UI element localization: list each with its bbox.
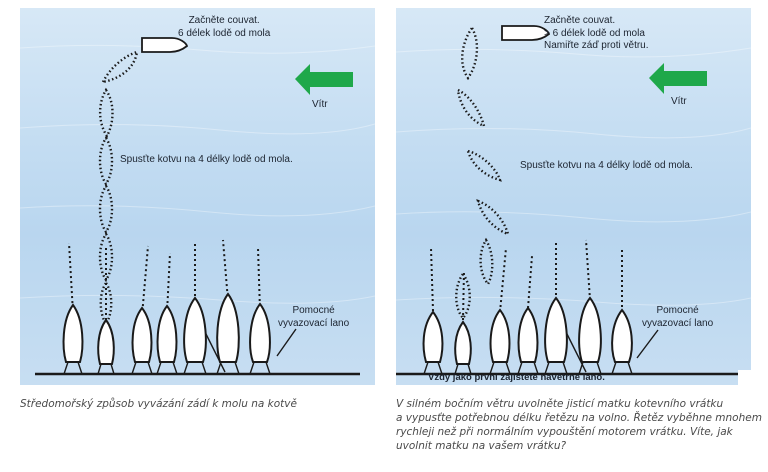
mooring-line-label-line: vyvazovací lano <box>278 317 350 329</box>
caption-line: V silném bočním větru uvolněte jisticí m… <box>396 398 724 410</box>
mooring-line-label-line: vyvazovací lano <box>642 317 714 329</box>
instruction-start-line: 6 délek lodě od mola <box>178 27 271 39</box>
moored-boat <box>183 296 207 363</box>
moored-boats <box>422 296 633 365</box>
windward-line-note: Vždy jako první zajistěte návětrné lano. <box>428 372 605 383</box>
moored-boat <box>249 302 271 363</box>
moored-boats <box>62 292 271 365</box>
mooring-line-label: Pomocné vyvazovací lano <box>278 305 349 330</box>
diagram-panel-right: Začněte couvat. > 6 délek lodě od mola N… <box>396 8 751 385</box>
moored-boat <box>62 303 84 363</box>
wind-label: Vítr <box>312 99 328 110</box>
moored-boat <box>422 310 444 363</box>
path-boat <box>98 87 114 139</box>
path-boat <box>455 271 471 320</box>
drop-anchor-text: Spusťte kotvu na 4 délky lodě od mola. <box>520 160 693 171</box>
left-diagram-drawing <box>20 37 375 376</box>
caption-line: rychleji než při normálním vypouštění mo… <box>396 426 733 438</box>
corner-notch <box>738 370 751 385</box>
start-boat <box>501 25 551 41</box>
water-ripples <box>396 47 751 306</box>
moored-boat <box>611 308 633 363</box>
water-ripples <box>20 44 375 304</box>
moored-boat <box>131 306 153 363</box>
mooring-line-label: Pomocné vyvazovací lano <box>642 305 713 330</box>
moored-boat <box>156 304 178 363</box>
instruction-start-line: Namiřte záď proti větru. <box>544 40 649 51</box>
instruction-start-line: > 6 délek lodě od mola <box>544 27 645 39</box>
diagram-panel-left: Začněte couvat. 6 délek lodě od mola Vít… <box>20 8 375 385</box>
instruction-start-text: Začněte couvat. > 6 délek lodě od mola N… <box>544 15 649 53</box>
path-boat <box>98 135 114 187</box>
reversing-path-boats <box>455 25 510 320</box>
start-boat <box>141 37 189 53</box>
mooring-line-label-line: Pomocné <box>656 305 699 316</box>
path-boat <box>98 231 114 283</box>
moored-boat <box>578 296 602 363</box>
wind-arrow-icon <box>649 63 707 94</box>
drop-anchor-text: Spusťte kotvu na 4 délky lodě od mola. <box>120 154 293 165</box>
stern-lines <box>423 329 659 375</box>
moored-boat <box>517 306 539 363</box>
path-boat <box>466 149 502 182</box>
caption-line: uvolnit matku na vašem vrátku? <box>396 440 567 452</box>
moored-boat <box>97 318 115 365</box>
mooring-line-label-line: Pomocné <box>292 305 335 316</box>
moored-boat <box>544 296 568 363</box>
moored-boat <box>216 292 240 363</box>
instruction-start-line: Začněte couvat. <box>188 15 260 26</box>
path-boat <box>100 50 139 84</box>
moored-boat <box>454 320 472 365</box>
caption-right: V silném bočním větru uvolněte jisticí m… <box>396 397 762 453</box>
instruction-start-text: Začněte couvat. 6 délek lodě od mola <box>178 15 270 40</box>
anchor-chains <box>430 239 623 321</box>
path-boat <box>456 87 486 129</box>
caption-line: Středomořský způsob vyvázání zádí k molu… <box>20 398 297 410</box>
path-boat <box>476 199 510 236</box>
instruction-start-line: Začněte couvat. <box>544 15 616 26</box>
right-diagram-drawing <box>396 25 751 385</box>
path-boat <box>461 25 479 81</box>
moored-boat <box>489 308 511 363</box>
stern-lines <box>63 328 297 375</box>
caption-line: a vypusťte potřebnou délku řetězu na vol… <box>396 412 762 424</box>
wind-arrow-icon <box>295 64 353 95</box>
reversing-path-boats <box>98 50 139 327</box>
path-boat <box>479 237 494 287</box>
caption-left: Středomořský způsob vyvázání zádí k molu… <box>20 397 297 411</box>
path-boat <box>98 183 114 235</box>
wind-label: Vítr <box>671 96 687 107</box>
